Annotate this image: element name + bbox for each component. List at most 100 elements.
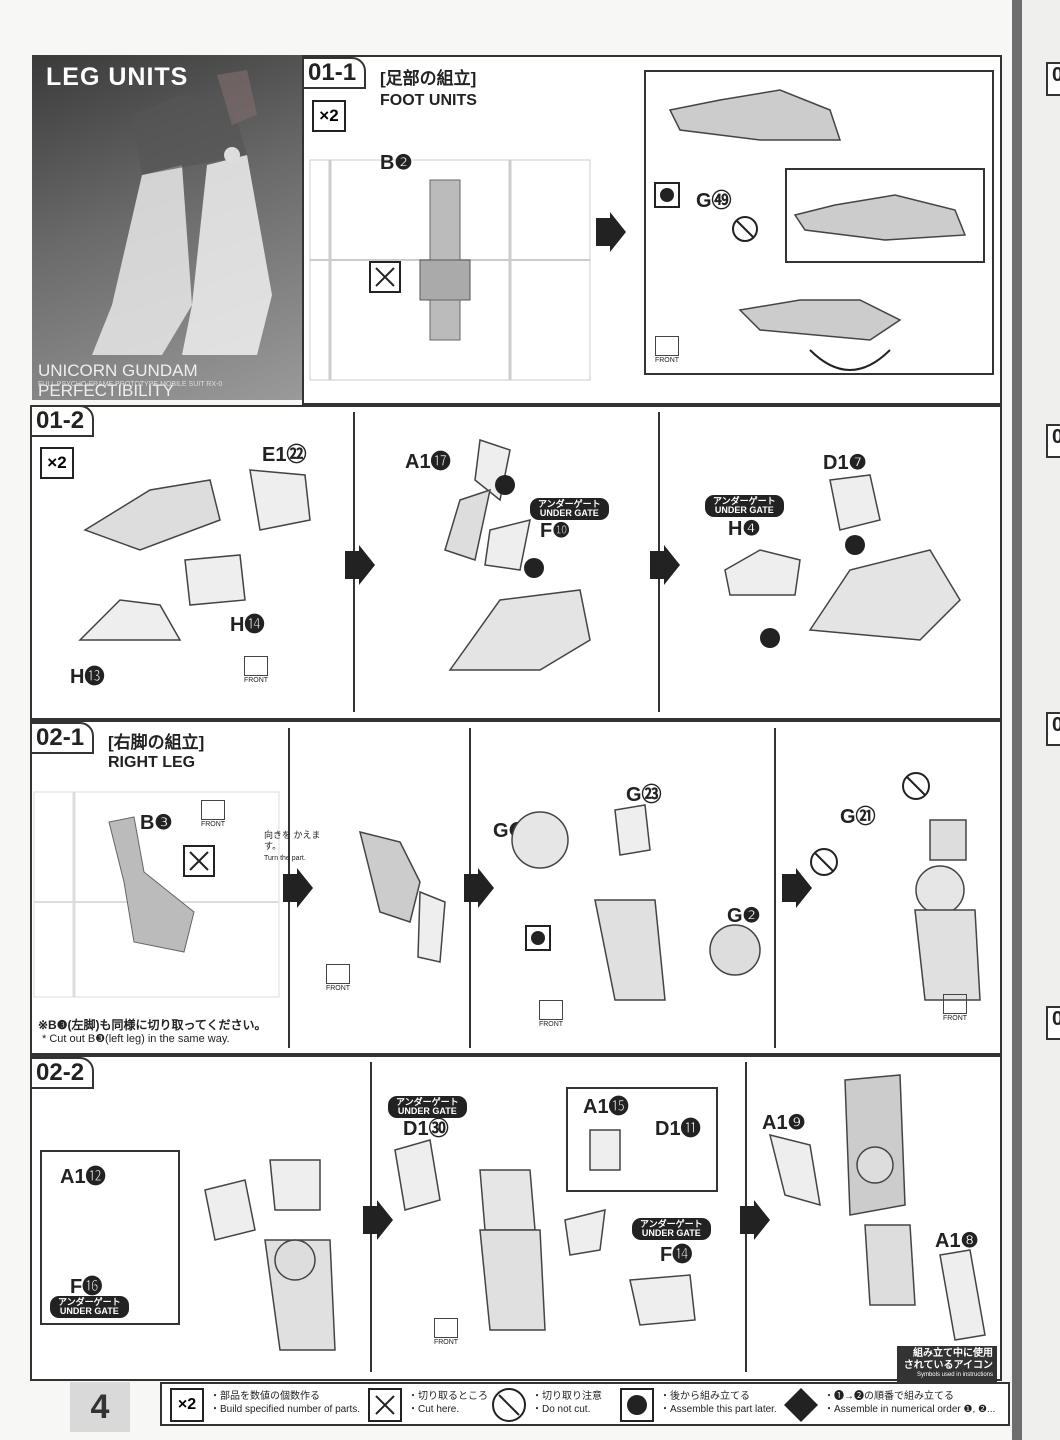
shin-assembly-illustration [394,1129,696,1331]
part-label: E1㉒ [262,444,307,466]
part-label: G❷ [727,905,761,927]
part-label: G㉑ [840,806,876,828]
step-02-1-panel [30,720,1002,1055]
step-02-1-label: 02-1 [30,722,95,754]
arrow-right-icon [464,868,494,908]
foot-part-illustration [668,89,842,141]
arrow-right-icon [650,545,680,585]
part-label: A1⓯ [583,1096,629,1118]
part-label: F⓮ [660,1244,693,1266]
part-label: G㊾ [696,190,732,212]
part-label: H⓮ [230,614,265,636]
note-en: * Cut out B❸(left leg) in the same way. [42,1033,230,1045]
step-02-1-en-title: RIGHT LEG [108,754,196,771]
step-02-2-label: 02-2 [30,1057,95,1089]
foot-part-detail [793,194,967,241]
front-indicator-icon: FRONT [433,1318,459,1346]
next-page-tab: 0 [1046,424,1060,458]
multiplier-x2-icon: ×2 [312,100,346,132]
part-label: H⓭ [70,666,105,688]
arrow-right-icon [345,545,375,585]
knee-assembly-illustration [511,804,761,1001]
part-label: A1⓱ [405,451,451,473]
step-01-2-label: 01-2 [30,405,95,437]
part-label: F⓰ [70,1276,103,1298]
arrow-right-icon [740,1200,770,1240]
step-01-1-jp-title: [足部の組立] [380,69,477,88]
runner-sprue-illustration [309,159,591,381]
part-label: G㉓ [626,784,662,806]
note-jp: ※B❸(左脚)も同様に切り取ってください。 [38,1018,267,1032]
legend-item: ×2 ・部品を数値の個数作る・Build specified number of… [170,1388,360,1422]
front-indicator-icon: FRONT [942,994,968,1022]
part-label: A1❾ [762,1112,806,1134]
legend-item: ・後から組み立てる・Assemble this part later. [620,1388,780,1422]
part-label: D1⓫ [655,1118,701,1140]
x2-icon: ×2 [170,1388,204,1422]
legend-item: ・切り取り注意・Do not cut. [492,1388,612,1422]
toe-assembly-illustration [444,438,591,671]
part-label: A1⓬ [60,1166,106,1188]
front-indicator-icon: FRONT [325,964,351,992]
next-page-tab: 0 [1046,1006,1060,1040]
arrow-right-icon [782,868,812,908]
hero-title: LEG UNITS [46,63,189,91]
nipper-icon [183,845,215,877]
hero-subtitle: UNICORN GUNDAM PERFECTIBILITY [38,361,198,400]
runner-sprue-illustration [33,791,280,998]
heel-assembly-illustration [724,474,961,648]
next-page-edge: 0 0 0 0 [1022,0,1060,1440]
later-icon [620,1388,654,1422]
full-leg-illustration [768,1074,986,1341]
next-page-tab: 0 [1046,712,1060,746]
no-cut-icon [732,216,758,242]
nipper-icon [369,261,401,293]
part-label: H❹ [728,518,761,540]
arrow-right-icon [283,868,313,908]
no-cut-icon [492,1388,526,1422]
no-cut-icon [902,772,930,800]
page-spine [1012,0,1022,1440]
front-indicator-icon: FRONT [654,336,680,364]
hero-image: LEG UNITS UNICORN GUNDAM PERFECTIBILITY … [32,55,302,400]
rotate-part-illustration [738,299,902,371]
multiplier-x2-icon: ×2 [40,447,74,479]
hero-subtitle-small: FULL PSYCHO-FRAME PROTOTYPE MOBILE SUIT … [38,381,223,388]
step-02-1-jp-title: [右脚の組立] [108,733,205,752]
part-label: B❸ [140,812,173,834]
detail-inset [40,1150,180,1325]
front-indicator-icon: FRONT [243,656,269,684]
thigh-frame-illustration [358,830,446,963]
page-number: 4 [70,1382,130,1432]
part-label: D1❼ [823,452,867,474]
arrow-right-icon [363,1200,393,1240]
front-indicator-icon: FRONT [200,800,226,828]
order-icon [784,1388,818,1422]
part-label: D1㉚ [403,1118,449,1140]
next-page-tab: 0 [1046,62,1060,96]
legend-item: ・切り取るところ・Cut here. [368,1388,488,1422]
assemble-later-icon [525,925,551,951]
foot-assembly-illustration [78,469,311,641]
part-label: B❷ [380,152,413,174]
knee-joint-illustration [914,819,981,1001]
step-01-1-label: 01-1 [302,57,367,89]
assemble-later-icon [654,182,680,208]
part-label: A1❽ [935,1230,979,1252]
lower-leg-assembly-illustration [204,1159,336,1351]
nipper-icon [368,1388,402,1422]
leg-render-illustration [92,70,272,355]
front-indicator-icon: FRONT [538,1000,564,1028]
turn-part-note: 向きを かえます。Turn the part. [264,830,321,862]
step-01-1-en-title: FOOT UNITS [380,92,477,109]
divider [774,728,776,1048]
icon-legend: ×2 ・部品を数値の個数作る・Build specified number of… [160,1382,1010,1426]
legend-item: ・❶→❷の順番で組み立てる・Assemble in numerical orde… [784,1388,1004,1422]
arrow-right-icon [596,212,626,252]
part-label: F❿ [540,520,571,542]
